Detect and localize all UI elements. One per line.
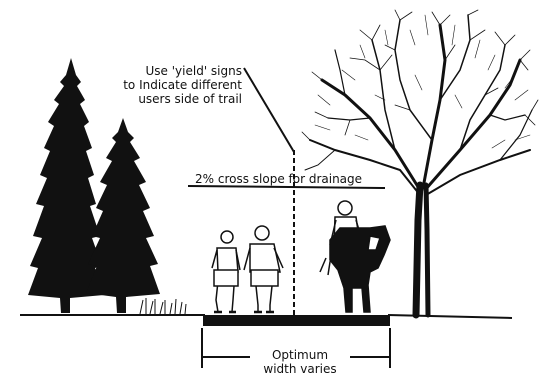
yield-sign-annotation-line-2: to Indicate different xyxy=(123,78,242,92)
cross-slope-line xyxy=(188,186,385,188)
width-annotation-line-2: width varies xyxy=(250,362,350,376)
yield-sign-annotation: Use 'yield' signs to Indicate different … xyxy=(123,64,242,106)
horse-and-rider xyxy=(320,201,390,312)
cross-slope-annotation: 2% cross slope for drainage xyxy=(195,172,362,186)
walker-woman xyxy=(212,231,240,312)
trail-tread xyxy=(203,315,390,326)
conifer-tree-left xyxy=(28,58,104,313)
conifer-tree-right xyxy=(86,118,160,313)
sign-note-leader-line xyxy=(244,68,294,152)
yield-sign-annotation-line-1: Use 'yield' signs xyxy=(123,64,242,78)
grass-clump xyxy=(140,298,186,314)
width-annotation: Optimum width varies xyxy=(250,348,350,376)
yield-sign-annotation-line-3: users side of trail xyxy=(123,92,242,106)
walker-man xyxy=(244,226,283,312)
width-annotation-line-1: Optimum xyxy=(250,348,350,362)
